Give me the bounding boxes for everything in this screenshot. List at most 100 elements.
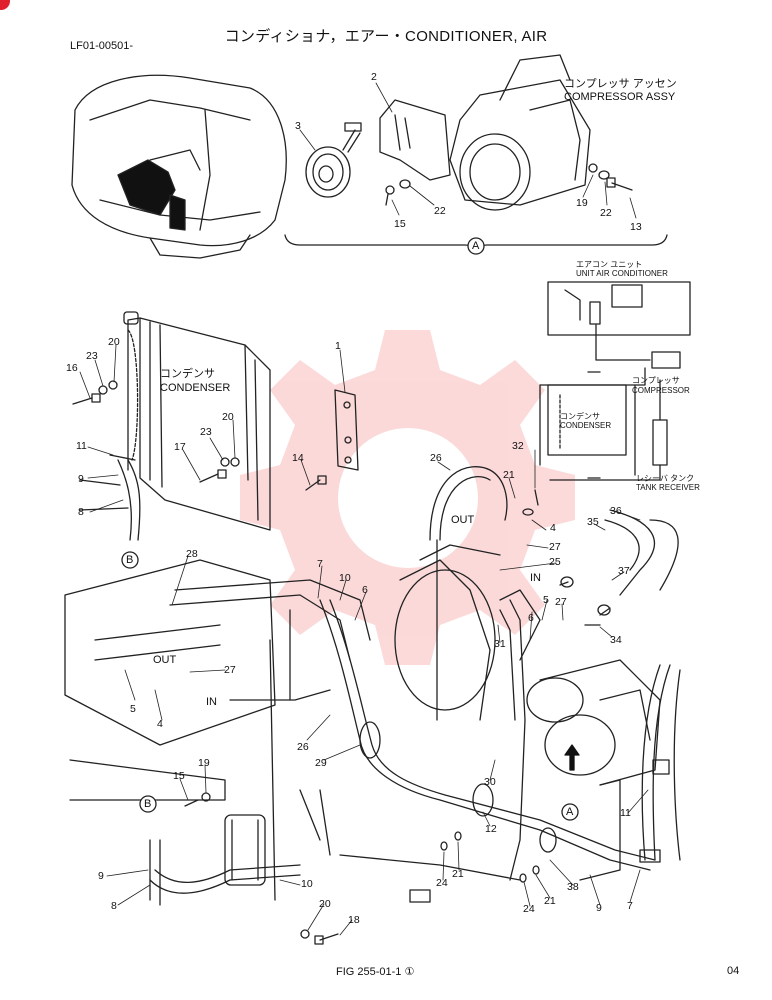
condenser-label-jp: コンデンサ [160, 368, 215, 380]
callout-19: 19 [576, 197, 588, 209]
out-label-lower: OUT [153, 654, 177, 666]
callout-34: 34 [610, 634, 622, 646]
callout-30: 30 [484, 776, 496, 788]
corner-mark [0, 0, 10, 10]
callout-9: 9 [98, 870, 104, 882]
view-a-top-marker [467, 237, 485, 255]
callout-8: 8 [78, 506, 84, 518]
view-a-top-letter: A [472, 240, 480, 252]
view-b-top-marker [121, 551, 139, 569]
callout-38: 38 [567, 881, 579, 893]
schematic-condenser-label-jp: コンデンサ [560, 412, 600, 421]
callout-25: 25 [549, 556, 561, 568]
callout-10: 10 [339, 572, 351, 584]
callout-35: 35 [587, 516, 599, 528]
callout-11: 11 [76, 440, 87, 452]
callout-14: 14 [292, 452, 304, 464]
callout-13: 13 [630, 221, 642, 233]
callout-4: 4 [550, 522, 556, 534]
fasteners [72, 380, 611, 945]
callout-12: 12 [485, 823, 497, 835]
floor-and-receiver [64, 559, 521, 903]
callout-10: 10 [301, 878, 313, 890]
page-title: コンディショナ，エアー・CONDITIONER, AIR [224, 28, 548, 45]
callout-24: 24 [436, 877, 448, 889]
main-hoses [94, 466, 679, 906]
view-a-arrow-marker [561, 803, 579, 821]
schematic-compressor-label-jp: コンプレッサ [632, 376, 680, 385]
view-b-top-letter: B [126, 554, 134, 566]
compressor-assy-label-jp: コンプレッサ アッセン [564, 78, 677, 90]
heater-hoses [579, 664, 681, 881]
page-number: 04 [727, 965, 740, 977]
out-label-upper: OUT [451, 514, 475, 526]
condenser [123, 311, 271, 531]
callout-7: 7 [627, 900, 633, 912]
callout-15: 15 [394, 218, 406, 230]
callout-27: 27 [549, 541, 561, 553]
callout-15: 15 [173, 770, 185, 782]
callout-6: 6 [528, 612, 534, 624]
callout-9: 9 [78, 473, 84, 485]
view-b-bottom-marker [139, 795, 157, 813]
callout-6: 6 [362, 584, 368, 596]
callout-26: 26 [430, 452, 442, 464]
callout-23: 23 [200, 426, 212, 438]
callout-27: 27 [224, 664, 236, 676]
callout-18: 18 [348, 914, 360, 926]
view-b-bottom-letter: B [144, 798, 152, 810]
schematic-tank-label-jp: レシーバ タンク [636, 474, 695, 483]
callout-22: 22 [434, 205, 446, 217]
callout-32: 32 [512, 440, 524, 452]
schematic-condenser-label-en: CONDENSER [560, 421, 612, 430]
view-a-arrow-letter: A [566, 806, 574, 818]
callout-21: 21 [452, 868, 464, 880]
callout-20: 20 [319, 898, 331, 910]
leader-lines [79, 82, 649, 936]
callout-8: 8 [111, 900, 117, 912]
callout-22: 22 [600, 207, 612, 219]
view-a-arrow [564, 744, 580, 771]
callout-9: 9 [596, 902, 602, 914]
in-label-lower: IN [206, 696, 217, 708]
in-label-upper: IN [530, 572, 541, 584]
callout-17: 17 [174, 441, 186, 453]
callout-19: 19 [198, 757, 210, 769]
engine-area [394, 544, 661, 786]
condenser-label-en: CONDENSER [160, 382, 231, 394]
callout-16: 16 [66, 362, 78, 374]
schematic-unit-label-en: UNIT AIR CONDITIONER [576, 269, 668, 278]
callout-27: 27 [555, 596, 567, 608]
machine-thumbnail [71, 74, 287, 259]
callout-5: 5 [130, 703, 136, 715]
callout-21: 21 [544, 895, 556, 907]
schematic-unit-label-jp: エアコン ユニット [576, 260, 643, 269]
callout-7: 7 [317, 558, 323, 570]
callout-26: 26 [297, 741, 309, 753]
callout-5: 5 [543, 594, 549, 606]
callout-2: 2 [371, 71, 377, 83]
figure-number: FIG 255-01-1 ① [336, 966, 415, 978]
callout-1: 1 [335, 340, 341, 352]
callout-11: 11 [620, 807, 631, 819]
schematic-tank-label-en: TANK RECEIVER [636, 483, 700, 492]
callout-20: 20 [222, 411, 234, 423]
callout-28: 28 [186, 548, 198, 560]
schematic-compressor-label-en: COMPRESSOR [632, 386, 690, 395]
callout-37: 37 [618, 565, 630, 577]
bracket-1 [334, 389, 359, 471]
part-code: LF01-00501- [70, 40, 133, 52]
callout-24: 24 [523, 903, 535, 915]
callout-29: 29 [315, 757, 327, 769]
callout-23: 23 [86, 350, 98, 362]
compressor-assy-label-en: COMPRESSOR ASSY [564, 91, 676, 103]
callout-20: 20 [108, 336, 120, 348]
callout-21: 21 [503, 469, 515, 481]
callout-31: 31 [494, 638, 506, 650]
refrigerant-schematic [539, 281, 691, 481]
callout-3: 3 [295, 120, 301, 132]
callout-4: 4 [157, 718, 163, 730]
left-hoses [79, 454, 141, 541]
callout-36: 36 [610, 505, 622, 517]
